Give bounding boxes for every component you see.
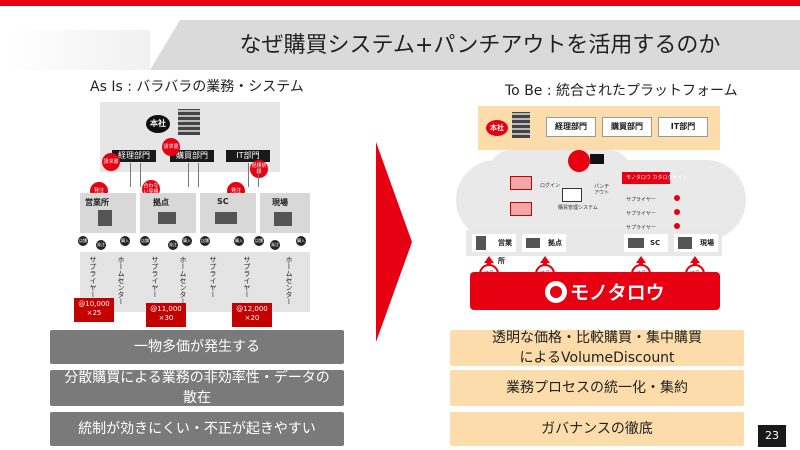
mini-label-buy: 購入 <box>296 236 306 246</box>
office-building-icon <box>98 210 112 226</box>
building-icon <box>178 109 200 135</box>
factory-icon <box>628 238 644 248</box>
title-banner <box>150 20 800 70</box>
mini-label-order: 発注 <box>168 240 178 250</box>
mini-label-order: 発注 <box>96 240 106 250</box>
qty-1: ×25 <box>86 309 102 317</box>
mini-label-order: 発注 <box>270 240 280 250</box>
user-icon <box>510 202 532 216</box>
site-sales-label: 営業所 <box>85 198 109 207</box>
connector-line <box>140 163 141 187</box>
warehouse-icon <box>158 212 176 224</box>
price-2: @11,000 <box>150 305 182 313</box>
qty-3: ×20 <box>244 314 260 322</box>
supplier-label-3: サプライヤー <box>626 225 656 231</box>
supplier-dot <box>674 209 680 215</box>
monotaro-logo-icon <box>545 281 567 303</box>
benefit-box-3: ガバナンスの徹底 <box>450 412 744 446</box>
vendor-area <box>80 252 310 312</box>
invoice-circle-2: 請求書 <box>162 138 180 156</box>
price-3: @12,000 <box>236 305 268 313</box>
dept-accounting: 経理部門 <box>112 150 156 162</box>
user-icon <box>510 176 532 190</box>
mini-label-buy: 購入 <box>120 236 130 246</box>
warehouse-icon <box>526 238 540 248</box>
vendor-supplier: サプライヤー <box>151 256 159 298</box>
building-icon <box>512 112 530 138</box>
dept-accounting: 経理部門 <box>546 117 596 137</box>
vendor-supplier: サプライヤー <box>209 256 217 298</box>
vendor-home-center: ホームセンター <box>179 256 187 305</box>
vendor-supplier: サプライヤー <box>89 256 97 298</box>
site-field-label: 現場 <box>272 198 288 207</box>
dept-purchasing: 購買部門 <box>602 117 652 137</box>
issue-box-1: 一物多価が発生する <box>50 330 344 364</box>
as-is-label: As Is : バラバラの業務・システム <box>90 79 304 95</box>
issue-box-2: 分散購買による業務の非効率性・データの散在 <box>50 370 344 406</box>
dept-it: IT部門 <box>226 150 270 162</box>
factory-icon <box>215 212 237 224</box>
up-arrow-icon <box>484 256 494 270</box>
vendor-home-center: ホームセンター <box>117 256 125 305</box>
connector-line <box>258 163 259 187</box>
catalog-label: モノタロウ カタログサイト <box>626 175 688 181</box>
mini-label-buy: 購入 <box>182 236 192 246</box>
invoice-circle-1: 請求書 <box>102 153 120 171</box>
monotaro-bar <box>470 272 720 310</box>
benefit-box-1: 透明な価格・比較購買・集中購買によるVolumeDiscount <box>450 330 744 366</box>
vendor-supplier: サプライヤー <box>243 256 251 298</box>
slide-title: なぜ購買システム+パンチアウトを活用するのか <box>239 33 721 58</box>
quote-request-circle: 見積依頼 <box>250 160 268 178</box>
price-badge-3: @12,000 ×20 <box>232 303 272 327</box>
vendor-home-center: ホームセンター <box>285 256 293 305</box>
benefit-box-2: 業務プロセスの統一化・集約 <box>450 370 744 406</box>
connector-line <box>198 163 199 187</box>
punchout-label: パンチアウト <box>594 184 610 196</box>
supplier-dot <box>674 223 680 229</box>
price-1: @10,000 <box>78 300 110 308</box>
hq-icon: 本社 <box>146 115 170 133</box>
page-number: 23 <box>758 425 786 447</box>
shop-icon <box>678 237 692 249</box>
up-arrow-icon <box>690 256 700 270</box>
top-accent-stripe <box>0 0 800 6</box>
issue-box-3: 統制が効きにくい・不正が起きやすい <box>50 412 344 446</box>
title-shadow <box>10 30 150 70</box>
connector-line <box>130 163 131 187</box>
dept-purchasing: 購買部門 <box>170 150 214 162</box>
monitor-icon <box>562 188 582 202</box>
supplier-label-2: サプライヤー <box>626 211 656 217</box>
price-badge-1: @10,000 ×25 <box>74 298 114 322</box>
connector-line <box>248 163 249 187</box>
connector-line <box>188 163 189 187</box>
monotaro-brand: モノタロウ <box>570 282 665 304</box>
mini-label-store: 店舗 <box>254 236 264 246</box>
site-sc-label: SC <box>217 197 229 206</box>
office-building-icon <box>476 236 486 250</box>
mini-label-store: 店舗 <box>140 236 150 246</box>
supplier-label-1: サプライヤー <box>626 197 656 203</box>
price-badge-2: @11,000 ×30 <box>146 303 186 327</box>
to-be-label: To Be : 統合されたプラットフォーム <box>505 83 738 99</box>
transition-arrow <box>376 142 412 342</box>
cart-icon <box>590 154 604 164</box>
up-arrow-icon <box>540 256 550 270</box>
monotaro-catalog-chip <box>622 172 670 184</box>
site-base-label: 拠点 <box>153 198 169 207</box>
supplier-dot <box>674 195 680 201</box>
up-arrow-icon <box>636 256 646 270</box>
mini-label-store: 店舗 <box>200 236 210 246</box>
mini-label-buy: 購入 <box>234 236 244 246</box>
purchasing-system-label: 購買管理システム <box>558 205 598 211</box>
shop-icon <box>274 212 292 226</box>
mini-label-store: 店舗 <box>78 236 88 246</box>
login-label: ログイン <box>540 183 561 189</box>
dept-it: IT部門 <box>658 117 708 137</box>
hq-badge: 本社 <box>486 120 508 136</box>
qty-2: ×30 <box>158 314 174 322</box>
